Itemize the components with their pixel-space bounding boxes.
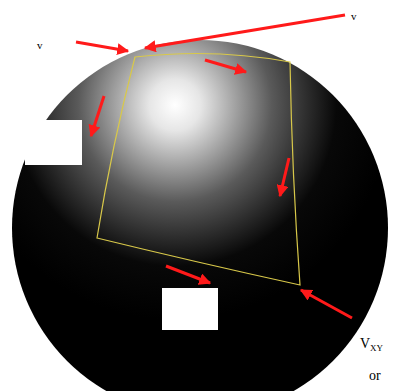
- blank-box: [25, 120, 82, 165]
- pointer-arrows: [76, 15, 352, 318]
- corner-mark: v: [351, 11, 357, 22]
- loop-outline: [97, 53, 300, 285]
- signal-subscript: XY: [370, 344, 383, 353]
- circulation-arrows: [91, 60, 289, 283]
- corner-mark: v: [37, 40, 43, 51]
- note: or: [369, 369, 381, 383]
- blank-box: [162, 288, 218, 330]
- sphere: [12, 40, 388, 391]
- signal-name: V: [360, 337, 370, 351]
